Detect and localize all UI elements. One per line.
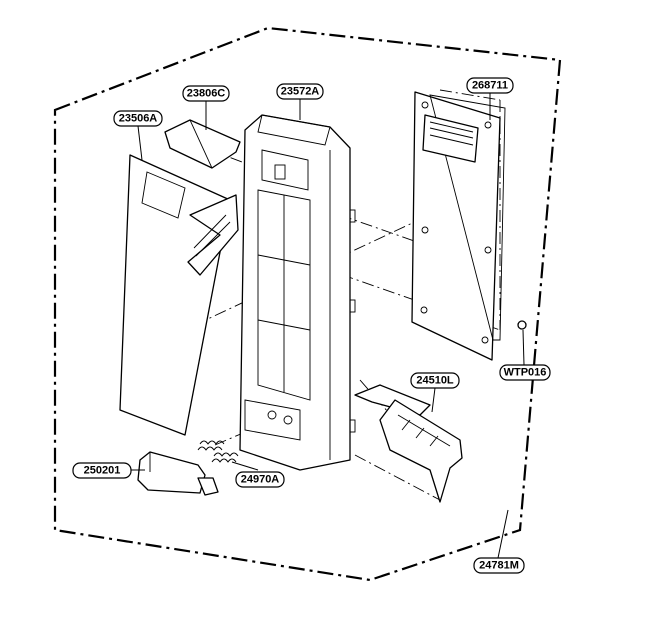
callout-24970a-text: 24970A	[241, 474, 280, 486]
callout-wtp016-text: WTP016	[504, 367, 547, 379]
control-frame-23572a	[239, 114, 356, 471]
membrane-panel-23506a	[119, 154, 239, 436]
callout-268711: 268711	[466, 77, 514, 94]
callout-23806c-text: 23806C	[187, 88, 226, 100]
callout-24781m-text: 24781M	[479, 560, 519, 572]
callout-23506a-text: 23506A	[119, 113, 158, 125]
callout-24970a: 24970A	[235, 471, 285, 488]
lever-24510l	[354, 384, 463, 503]
callout-wtp016: WTP016	[499, 364, 551, 381]
assembly-boundary	[53, 26, 562, 582]
callout-250201-text: 250201	[84, 465, 121, 477]
springs-24970a	[197, 440, 239, 463]
callout-24781m: 24781M	[473, 557, 525, 574]
pcb-268711	[411, 91, 506, 361]
button-250201	[137, 451, 219, 496]
callout-23506a: 23506A	[113, 110, 163, 127]
callout-23572a-text: 23572A	[281, 86, 320, 98]
callout-23806c: 23806C	[182, 85, 230, 102]
leader-lines	[131, 93, 525, 559]
callout-24510l-text: 24510L	[416, 375, 454, 387]
callout-23572a: 23572A	[276, 83, 324, 100]
screw-wtp016	[517, 320, 527, 330]
callout-268711-text: 268711	[472, 80, 508, 92]
cap-23806c	[164, 119, 241, 169]
callout-250201: 250201	[72, 462, 132, 479]
callout-24510l: 24510L	[410, 372, 460, 389]
